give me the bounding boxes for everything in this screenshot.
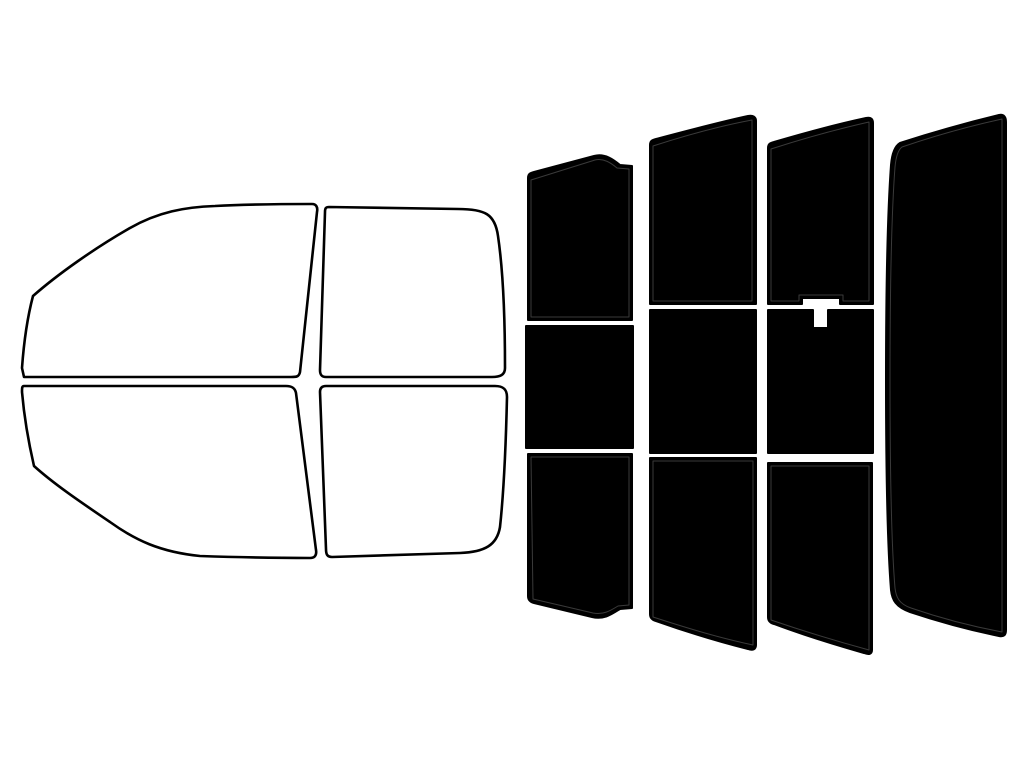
rear-column-2-top-window [649, 114, 757, 305]
rear-column-1-group [525, 154, 634, 619]
rear-windshield-window [885, 113, 1007, 638]
rear-windshield-group [885, 113, 1007, 638]
front-windows-group [20, 202, 509, 560]
rear-column-1-bottom-inner-outline [530, 456, 630, 614]
rear-column-3-top-inner-outline [770, 121, 870, 302]
rear-column-2-group [649, 114, 757, 651]
rear-windshield-inner-outline [889, 118, 1003, 633]
rear-column-2-middle-window [649, 309, 757, 454]
rear-column-1-top-inner-outline [530, 159, 630, 318]
rear-column-1-top-window [527, 154, 633, 321]
rear-column-2-bottom-window [649, 457, 757, 651]
rear-column-3-bottom-inner-outline [770, 465, 870, 651]
front-upper-right-window [318, 205, 507, 379]
rear-column-3-group [767, 116, 874, 655]
front-lower-left-window [20, 384, 318, 560]
rear-column-2-bottom-inner-outline [652, 460, 754, 646]
rear-column-1-bottom-window [527, 453, 633, 619]
rear-column-3-top-window [767, 116, 874, 305]
rear-column-3-middle-window [767, 309, 874, 454]
front-lower-right-window [318, 384, 509, 559]
rear-column-1-middle-window [525, 325, 634, 449]
front-upper-left-window [20, 202, 319, 379]
rear-column-2-top-inner-outline [652, 119, 753, 302]
rear-column-3-bottom-window [767, 462, 873, 655]
